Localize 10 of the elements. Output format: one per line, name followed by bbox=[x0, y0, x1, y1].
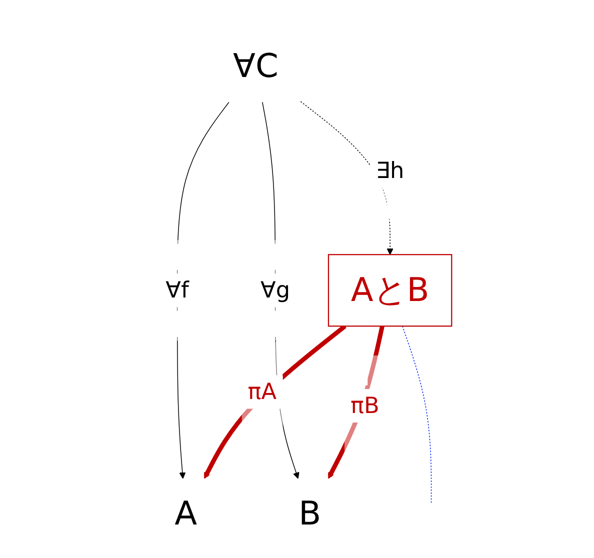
edge-label: ∀f bbox=[166, 277, 189, 304]
edge-label: πB bbox=[350, 392, 380, 419]
connector bbox=[402, 326, 432, 504]
node-text: B bbox=[298, 494, 322, 533]
edge-label: ∃h bbox=[376, 158, 404, 184]
node-text: ∀C bbox=[233, 47, 278, 86]
edge-label: ∀g bbox=[260, 277, 290, 304]
node-text: A bbox=[174, 494, 198, 533]
node-box: AとB bbox=[328, 254, 452, 327]
edge-label: πA bbox=[248, 378, 277, 406]
